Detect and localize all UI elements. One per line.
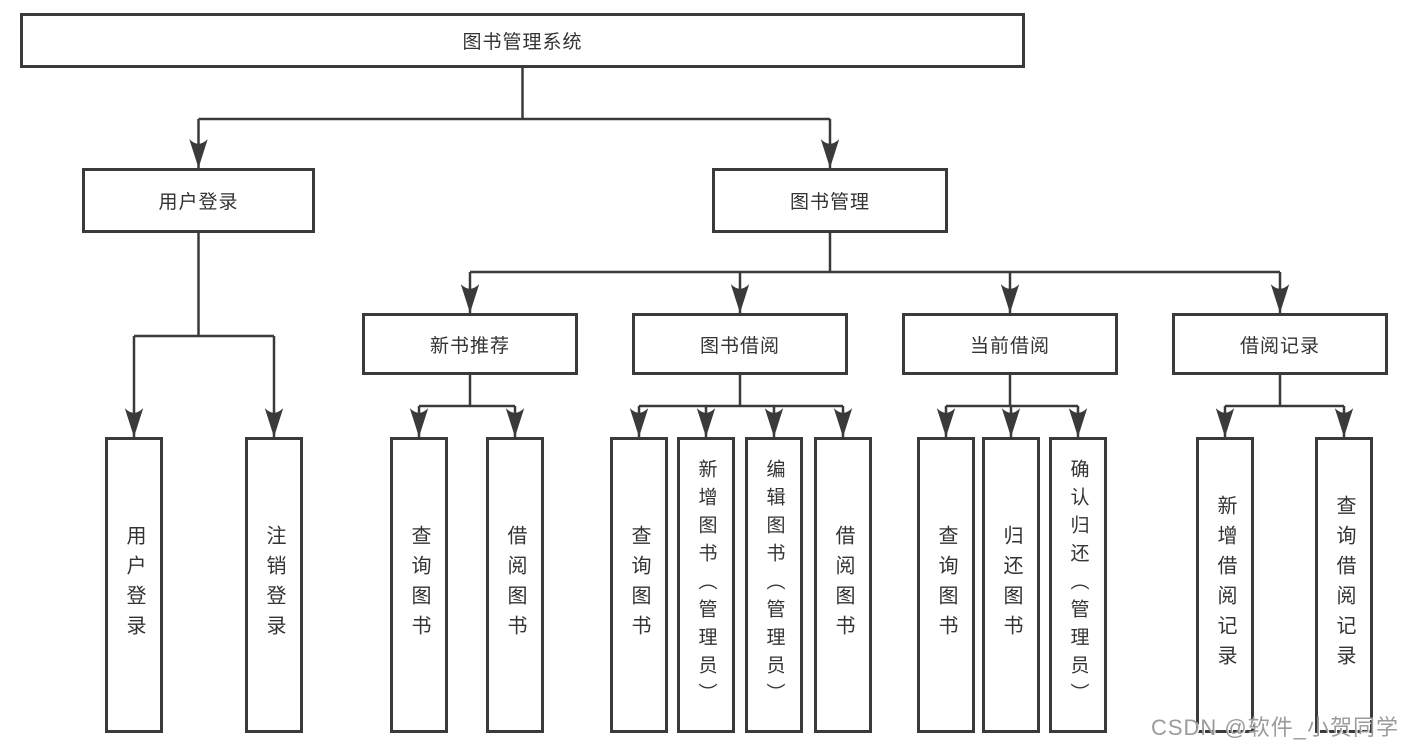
node-user-login: 用户登录 [82, 168, 315, 233]
leaf-add-books-admin: 新增图书（管理员） [677, 437, 735, 733]
leaf-label: 查询图书 [935, 525, 957, 645]
leaf-label: 借阅图书 [832, 525, 854, 645]
node-current-borrow: 当前借阅 [902, 313, 1118, 375]
node-library-management-system: 图书管理系统 [20, 13, 1025, 68]
node-label: 图书管理系统 [462, 32, 583, 53]
leaf-query-borrow-record: 查询借阅记录 [1315, 437, 1373, 733]
leaf-label: 查询图书 [628, 525, 650, 645]
node-book-borrow: 图书借阅 [632, 313, 848, 375]
leaf-user-login: 用户登录 [105, 437, 163, 733]
node-label: 图书借阅 [699, 335, 780, 357]
leaf-logout-login: 注销登录 [245, 437, 303, 733]
node-label: 图书管理 [789, 192, 870, 213]
leaf-label: 归还图书 [1000, 525, 1022, 645]
node-label: 新书推荐 [429, 335, 510, 357]
leaf-label: 查询图书 [408, 525, 430, 645]
leaf-label: 新增图书（管理员） [695, 459, 717, 711]
leaf-query-books-recommend: 查询图书 [390, 437, 448, 733]
node-label: 借阅记录 [1239, 335, 1320, 357]
leaf-add-borrow-record: 新增借阅记录 [1196, 437, 1254, 733]
node-label: 当前借阅 [969, 335, 1050, 357]
leaf-confirm-return-admin: 确认归还（管理员） [1049, 437, 1107, 733]
leaf-query-books-borrow: 查询图书 [610, 437, 668, 733]
leaf-borrow-books-recommend: 借阅图书 [486, 437, 544, 733]
csdn-watermark: CSDN @软件_小贺同学 [1150, 715, 1399, 740]
node-new-book-recommend: 新书推荐 [362, 313, 578, 375]
leaf-borrow-books: 借阅图书 [814, 437, 872, 733]
node-book-management: 图书管理 [712, 168, 948, 233]
leaf-label: 查询借阅记录 [1333, 495, 1355, 675]
leaf-return-books: 归还图书 [982, 437, 1040, 733]
leaf-label: 借阅图书 [504, 525, 526, 645]
leaf-label: 用户登录 [123, 525, 145, 645]
node-label: 用户登录 [158, 192, 239, 213]
leaf-label: 注销登录 [263, 525, 285, 645]
leaf-label: 确认归还（管理员） [1067, 459, 1089, 711]
leaf-label: 编辑图书（管理员） [763, 459, 785, 711]
leaf-edit-books-admin: 编辑图书（管理员） [745, 437, 803, 733]
leaf-query-books-current: 查询图书 [917, 437, 975, 733]
node-borrow-records: 借阅记录 [1172, 313, 1388, 375]
leaf-label: 新增借阅记录 [1214, 495, 1236, 675]
